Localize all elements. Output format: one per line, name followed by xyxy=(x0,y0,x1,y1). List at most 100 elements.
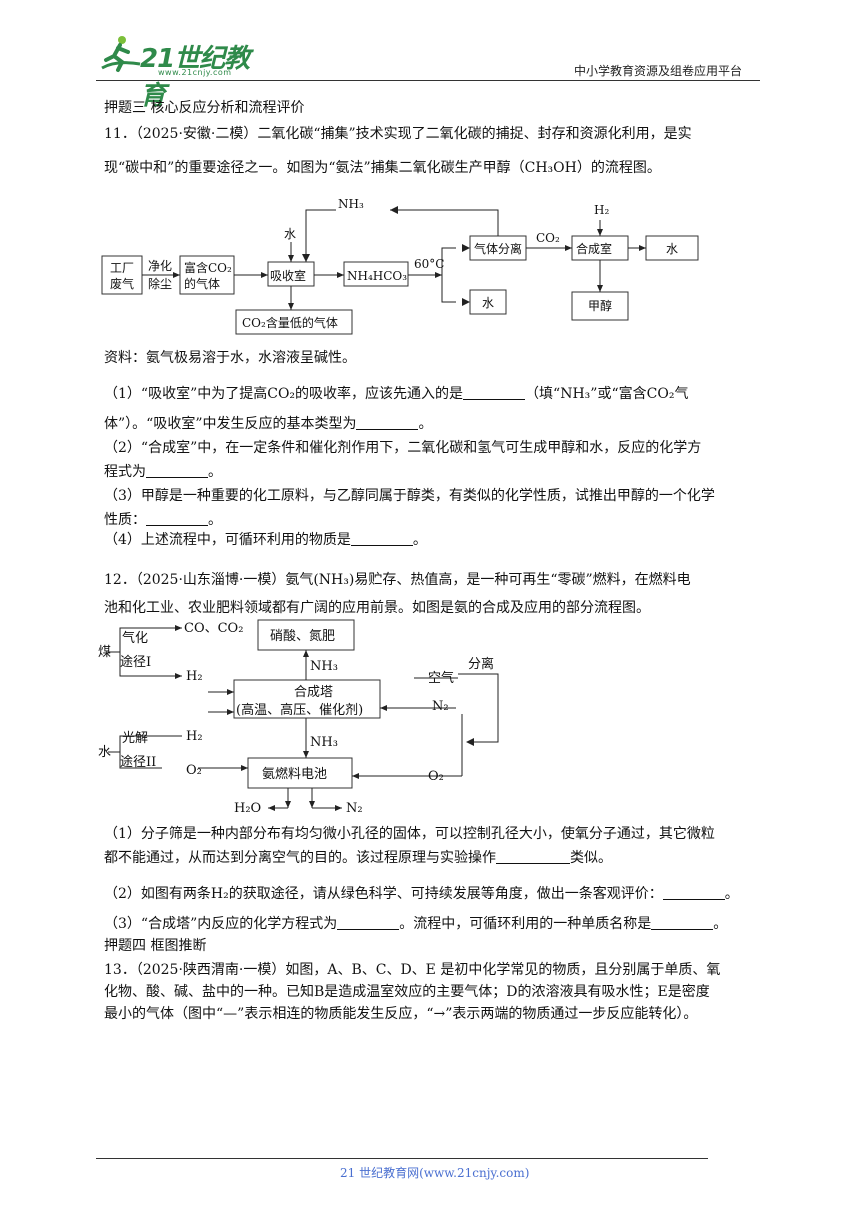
q11-line2-text: 现“碳中和”的重要途径之一。如图为“氨法”捕集二氧化碳生产甲醇（ xyxy=(104,160,525,176)
q11-p1-b: 的吸收率，应该先通入的是 xyxy=(295,386,464,402)
label-separate: 分离 xyxy=(468,656,494,672)
q11-p1-line2-a: 体”）。“吸收室”中发生反应的基本类型为 xyxy=(104,416,357,432)
q11-part2-line1: （2）“合成室”中，在一定条件和催化剂作用下，二氧化碳和氢气可生成甲醇和水，反应… xyxy=(104,440,702,456)
q12-p3-b: 。流程中，可循环利用的一种单质名称是 xyxy=(399,916,652,932)
answer-blank[interactable] xyxy=(337,915,400,930)
label-water-top: 水 xyxy=(284,227,296,241)
nh3-formula: (NH₃) xyxy=(313,572,355,588)
q11-p3-line2-b: 。 xyxy=(208,512,222,528)
label-co2: CO₂ xyxy=(536,231,560,245)
q12-part1-line1: （1）分子筛是一种内部分布有均匀微小孔径的固体，可以控制孔径大小，使氧分子通过，… xyxy=(104,826,715,842)
q11-p2-line2-b: 。 xyxy=(208,464,222,480)
q11-p3-line2-a: 性质： xyxy=(104,512,146,528)
label-nh4hco3: NH₄HCO₃ xyxy=(347,269,407,283)
platform-name: 中小学教育资源及组卷应用平台 xyxy=(574,64,743,78)
q11-line2: 现“碳中和”的重要途径之一。如图为“氨法”捕集二氧化碳生产甲醇（CH₃OH）的流… xyxy=(104,158,661,178)
label-nh3-top: NH₃ xyxy=(338,197,364,211)
q13-line2: 化物、酸、碱、盐中的一种。已知B是造成温室效应的主要气体；D的浓溶液具有吸水性；… xyxy=(104,984,710,1000)
label-factory-gas-2: 废气 xyxy=(110,276,134,291)
label-gasify: 气化 xyxy=(122,630,148,646)
label-synth: 合成室 xyxy=(576,241,612,256)
q11-p1-line2-b: 。 xyxy=(418,416,433,432)
label-temp: 60°C xyxy=(414,257,444,271)
answer-blank[interactable] xyxy=(496,849,570,864)
q12-line1-b: 易贮存、热值高，是一种可再生“零碳”燃料，在燃料电 xyxy=(354,572,691,588)
q11-part4: （4）上述流程中，可循环利用的物质是 。 xyxy=(104,530,427,550)
label-gas-sep: 气体分离 xyxy=(474,241,522,256)
footer-text: 21 世纪教育网(www.21cnjy.com) xyxy=(340,1166,530,1180)
label-fuel-cell: 氨燃料电池 xyxy=(262,766,327,782)
label-n2-in: N₂ xyxy=(432,699,449,714)
h2-formula: H₂ xyxy=(210,886,229,902)
label-o2-a: O₂ xyxy=(186,763,202,778)
methanol-formula: CH₃OH xyxy=(524,160,577,176)
label-o2-b: O₂ xyxy=(428,769,444,784)
label-h2-a: H₂ xyxy=(186,669,203,684)
nh3-formula: NH₃ xyxy=(560,386,591,402)
q11-p2-line2-a: 程式为 xyxy=(104,464,146,480)
label-photolysis: 光解 xyxy=(122,731,148,746)
ammonia-flow-diagram: 煤 气化 途径I CO、CO₂ 硝酸、氮肥 NH₃ 空气 分离 H₂ 合成塔 (… xyxy=(98,619,499,816)
q11-part3-line2: 性质： 。 xyxy=(104,510,222,530)
label-low-co2: CO₂含量低的气体 xyxy=(242,315,338,330)
q11-part2-line2: 程式为 。 xyxy=(104,462,222,482)
answer-blank[interactable] xyxy=(662,885,725,900)
q11-part3-line1: （3）甲醇是一种重要的化工原料，与乙醇同属于醇类，有类似的化学性质，试推出甲醇的… xyxy=(104,488,715,504)
label-rich-co2-2: 的气体 xyxy=(184,276,220,291)
q13-line1: 13．（2025·陕西渭南·一模）如图，A、B、C、D、E 是初中化学常见的物质… xyxy=(104,962,721,978)
label-co-co2: CO、CO₂ xyxy=(184,621,243,636)
box-low-co2 xyxy=(235,309,353,335)
label-nh3-down: NH₃ xyxy=(310,735,338,750)
q12-line1-a: 12．（2025·山东淄博·一模）氨气 xyxy=(104,572,314,588)
q12-p3-a: （3）“合成塔”内反应的化学方程式为 xyxy=(104,916,338,932)
q12-p2-c: 。 xyxy=(724,886,739,902)
label-absorb: 吸收室 xyxy=(270,268,306,283)
answer-blank[interactable] xyxy=(146,463,208,478)
label-nitric: 硝酸、氮肥 xyxy=(270,629,335,644)
q11-line1: 11．（2025·安徽·二模）二氧化碳“捕集”技术实现了二氧化碳的捕捉、封存和资… xyxy=(104,126,692,142)
answer-blank[interactable] xyxy=(356,415,419,430)
q11-p4-b: 。 xyxy=(412,532,427,548)
label-purify-2: 除尘 xyxy=(148,276,172,291)
label-route1: 途径I xyxy=(120,654,151,670)
answer-blank[interactable] xyxy=(146,511,208,526)
q11-line2-end: ）的流程图。 xyxy=(576,160,661,176)
q11-p4-a: （4）上述流程中，可循环利用的物质是 xyxy=(104,532,351,548)
logo-text: 21世纪教育 xyxy=(140,44,250,111)
co2-capture-flow-diagram: 工厂 废气 净化 除尘 富含CO₂ 的气体 水 吸收室 NH₃ NH₄HCO₃ … xyxy=(101,197,699,335)
q12-part2: （2）如图有两条H₂的获取途径，请从绿色科学、可持续发展等角度，做出一条客观评价… xyxy=(104,884,739,904)
co2-formula: CO₂ xyxy=(267,386,296,402)
q11-p1-c: （填“ xyxy=(525,386,561,402)
q12-p1-line2-a: 都不能通过，从而达到分离空气的目的。该过程原理与实验操作 xyxy=(104,850,496,866)
section-title: 押题四 框图推断 xyxy=(104,938,207,954)
q11-part1-line1: （1）“吸收室”中为了提高CO₂的吸收率，应该先通入的是（填“NH₃”或“富含C… xyxy=(104,384,688,404)
label-methanol: 甲醇 xyxy=(588,298,612,313)
footer-rule xyxy=(96,1158,708,1159)
runner-logo-icon xyxy=(101,36,141,72)
answer-blank[interactable] xyxy=(350,531,413,546)
q11-part1-line2: 体”）。“吸收室”中发生反应的基本类型为 。 xyxy=(104,414,432,434)
q11-info: 资料：氨气极易溶于水，水溶液呈碱性。 xyxy=(104,350,356,366)
label-synth-tower: 合成塔 xyxy=(294,685,333,700)
label-factory-gas-1: 工厂 xyxy=(110,261,134,275)
q11-p1-a: （1）“吸收室”中为了提高 xyxy=(104,386,268,402)
label-n2-out: N₂ xyxy=(346,801,363,816)
header-rule xyxy=(96,80,760,81)
q12-part1-line2: 都不能通过，从而达到分离空气的目的。该过程原理与实验操作类似。 xyxy=(104,848,612,868)
label-air: 空气 xyxy=(428,670,454,686)
label-h2: H₂ xyxy=(594,203,609,217)
q12-part3: （3）“合成塔”内反应的化学方程式为。流程中，可循环利用的一种单质名称是。 xyxy=(104,914,727,934)
label-water: 水 xyxy=(98,745,111,760)
answer-blank[interactable] xyxy=(463,385,526,400)
label-conditions: (高温、高压、催化剂) xyxy=(236,702,363,718)
label-h2-b: H₂ xyxy=(186,729,203,744)
box-nh4hco3 xyxy=(343,261,409,287)
label-purify-1: 净化 xyxy=(148,259,172,273)
q12-line2: 池和化工业、农业肥料领域都有广阔的应用前景。如图是氨的合成及应用的部分流程图。 xyxy=(104,600,650,616)
q12-line1: 12．（2025·山东淄博·一模）氨气(NH₃)易贮存、热值高，是一种可再生“零… xyxy=(104,570,691,590)
header-logo: 21世纪教育 www.21cnjy.com xyxy=(96,34,266,111)
answer-blank[interactable] xyxy=(651,915,714,930)
q12-p2-a: （2）如图有两条 xyxy=(104,886,211,902)
label-water-out: 水 xyxy=(666,242,678,256)
label-h2o: H₂O xyxy=(234,801,261,816)
